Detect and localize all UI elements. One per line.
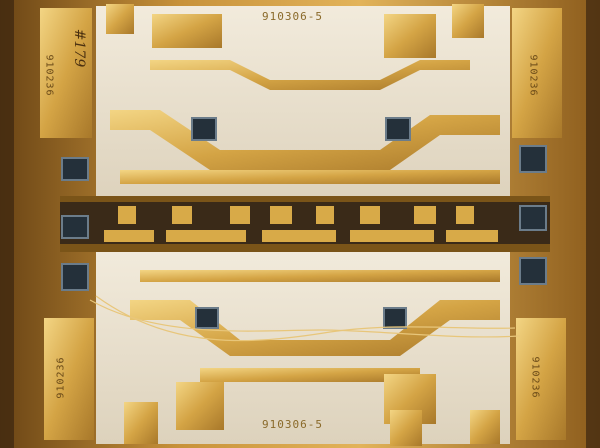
chip-left-1	[61, 157, 89, 181]
mid-strip-2	[166, 230, 246, 242]
chip-left-2	[61, 215, 89, 239]
right-bottom-strip-marking: 910236	[529, 356, 541, 399]
left-top-strip	[40, 8, 92, 138]
left-bottom-strip	[44, 318, 94, 440]
chip-right-3	[519, 257, 547, 285]
left-top-strip-marking: 910236	[43, 54, 55, 97]
mid-comp-2	[172, 206, 192, 224]
lower-left-pad	[176, 382, 224, 430]
chip-left-3	[61, 263, 89, 291]
upper-pad-b	[452, 4, 484, 38]
chip-right-2	[519, 205, 547, 231]
upper-bar	[120, 170, 500, 184]
mid-strip-4	[350, 230, 434, 242]
mid-comp-6	[360, 206, 380, 224]
wire-1	[89, 299, 521, 338]
lower-pad-a	[124, 402, 158, 444]
mid-strip-5	[446, 230, 498, 242]
upper-right-pad	[384, 14, 436, 58]
chip-lower-right	[383, 307, 407, 329]
left-bottom-strip-marking: 910236	[55, 356, 67, 399]
wire-2	[95, 295, 516, 342]
mid-comp-5	[316, 206, 334, 224]
bond-wires	[89, 295, 521, 342]
upper-trace-main	[150, 60, 470, 90]
upper-traces	[106, 4, 500, 184]
lower-pad-b	[390, 410, 422, 446]
lower-mid-arm	[130, 300, 500, 356]
chip-right-1	[519, 145, 547, 173]
left-top-handwriting: #179	[71, 28, 88, 68]
lower-pad-c	[470, 410, 500, 444]
upper-left-pad	[152, 14, 222, 48]
housing-shadow-right	[586, 0, 600, 448]
lower-bottom-trace	[200, 368, 420, 382]
right-top-strip-marking: 910236	[527, 54, 539, 97]
mid-comp-4	[270, 206, 292, 224]
mid-comp-8	[456, 206, 474, 224]
lower-traces	[124, 270, 500, 446]
mid-comp-7	[414, 206, 436, 224]
housing-shadow-left	[0, 0, 14, 448]
chip-upper-left	[191, 117, 217, 141]
chip-lower-left	[195, 307, 219, 329]
mid-comp-1	[118, 206, 136, 224]
right-bottom-strip	[516, 318, 566, 440]
mid-comp-3	[230, 206, 250, 224]
right-top-strip	[512, 8, 562, 138]
top-center-marking: 910306-5	[262, 10, 323, 23]
mid-strip-1	[104, 230, 154, 242]
bottom-center-marking: 910306-5	[262, 418, 323, 431]
middle-components	[104, 206, 498, 242]
chips	[61, 117, 547, 329]
lower-trace-main	[140, 270, 500, 282]
chip-upper-right	[385, 117, 411, 141]
upper-pad-a	[106, 4, 134, 34]
mid-strip-3	[262, 230, 336, 242]
upper-left-arm	[110, 110, 500, 170]
